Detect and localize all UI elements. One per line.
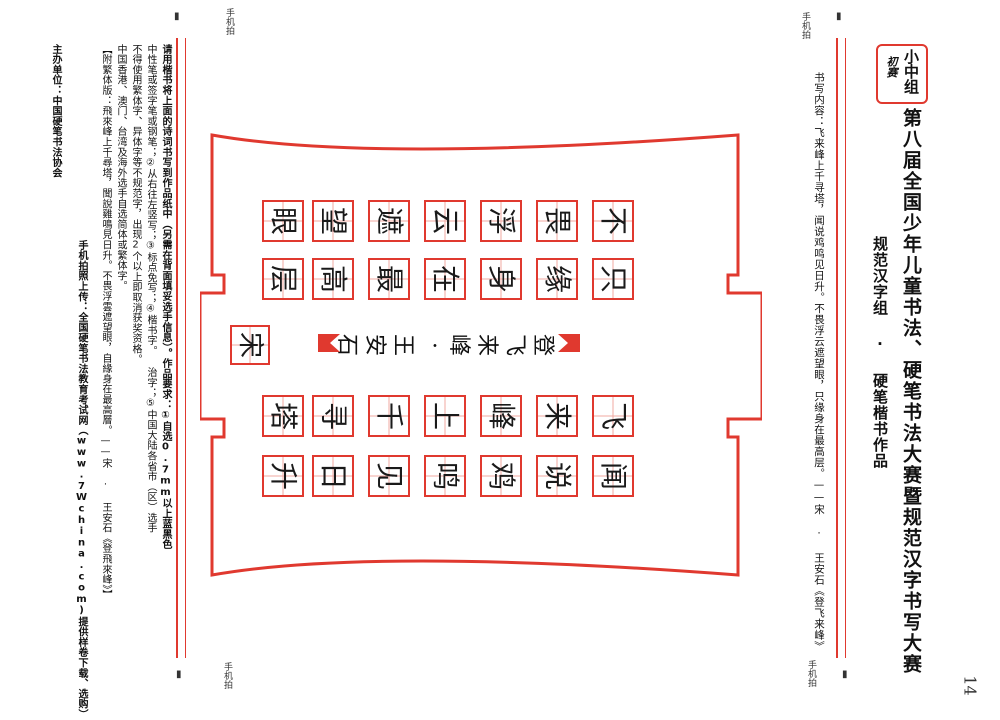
grid-cell: 鸡	[480, 455, 522, 497]
signature-char: 安	[361, 333, 387, 357]
grid-cell: 来	[536, 395, 578, 437]
signature-char: 飞	[501, 333, 527, 357]
group-label: 小中组	[902, 49, 920, 94]
instruction-line-3: 不得使用繁体字、异体字等不规范字，出现2个以上即取消获奖资格。	[130, 44, 141, 365]
corner-mark-bottom-left: 手机拍	[222, 662, 232, 689]
grid-char: 塔	[266, 401, 300, 431]
grid-char: 最	[372, 264, 406, 294]
upload-note: 手机拍照上传：全国硬笔书法教育考试网（www.7Wchina.com)提供样卷下…	[76, 240, 87, 720]
grid-char: 只	[596, 264, 630, 294]
grid-cell: 峰	[480, 395, 522, 437]
grid-char: 眼	[266, 206, 300, 236]
grid-cell: 说	[536, 455, 578, 497]
signature-char: 登	[529, 333, 555, 357]
grid-cell: 最	[368, 258, 410, 300]
grid-cell: 鸣	[424, 455, 466, 497]
grid-cell: 日	[312, 455, 354, 497]
page-title: 第八届全国少年儿童书法、硬笔书法大赛暨规范汉字书写大赛	[900, 108, 922, 675]
grid-cell: 遮	[368, 200, 410, 242]
grid-char: 浮	[484, 206, 518, 236]
grid-char: 鸡	[484, 461, 518, 491]
signature-char: 峰	[445, 333, 471, 357]
grid-cell: 眼	[262, 200, 304, 242]
marker-left-icon	[318, 334, 340, 352]
grid-char: 上	[428, 401, 462, 431]
grid-char: 升	[266, 461, 300, 491]
rule-line-right	[836, 38, 838, 658]
grid-char: 来	[540, 401, 574, 431]
camera-icon: ▮	[842, 669, 848, 680]
grid-cell: 缘	[536, 258, 578, 300]
page-subtitle: 规范汉字组 · 硬笔楷书作品	[871, 236, 889, 469]
grid-char: 遮	[372, 206, 406, 236]
grid-cell: 寻	[312, 395, 354, 437]
grid-char: 闻	[596, 461, 630, 491]
marker-right-icon	[558, 334, 580, 352]
corner-mark-bottom-right: 手机拍	[806, 660, 816, 687]
grid-cell: 升	[262, 455, 304, 497]
grid-cell: 畏	[536, 200, 578, 242]
grid-char: 飞	[596, 401, 630, 431]
grid-cell: 千	[368, 395, 410, 437]
signature-char: ·	[420, 341, 446, 349]
grid-char: 望	[316, 206, 350, 236]
grid-char: 见	[372, 461, 406, 491]
group-badge: 小中组 初赛	[876, 44, 928, 104]
grid-char: 寻	[316, 401, 350, 431]
instruction-line-2: 中性笔或签字笔或钢笔；②从右往左竖写；③标点免写；④楷书字。 治字；⑤中国大陆各…	[145, 44, 156, 534]
grid-cell: 在	[424, 258, 466, 300]
grid-char: 云	[428, 206, 462, 236]
corner-mark-top-left: 手机拍	[224, 8, 234, 35]
grid-cell: 浮	[480, 200, 522, 242]
grid-char: 在	[428, 264, 462, 294]
grid-cell: 望	[312, 200, 354, 242]
signature-char: 来	[473, 333, 499, 357]
grid-char: 缘	[540, 264, 574, 294]
grid-cell: 闻	[592, 455, 634, 497]
grid-cell: 云	[424, 200, 466, 242]
scroll-frame	[200, 133, 762, 577]
rule-line-left-thin	[185, 38, 186, 658]
instruction-line-5: 【附繁体版：飛來峰上千尋塔，聞說雞鳴見日升。不畏浮雲遮望眼，自緣身在最高層。——…	[100, 44, 111, 601]
page-number: 14	[960, 675, 980, 696]
camera-icon: ▮	[836, 11, 842, 22]
seal-char: 宋	[234, 331, 265, 359]
camera-icon: ▮	[174, 11, 180, 22]
grid-cell: 只	[592, 258, 634, 300]
grid-char: 鸣	[428, 461, 462, 491]
grid-char: 不	[596, 206, 630, 236]
camera-icon: ▮	[176, 669, 182, 680]
writing-content: 书写内容：飞来峰上千寻塔，闻说鸡鸣见日升。不畏浮云遮望眼，只缘身在最高层。——宋…	[813, 72, 825, 652]
grid-cell: 塔	[262, 395, 304, 437]
grid-cell: 不	[592, 200, 634, 242]
grid-char: 畏	[540, 206, 574, 236]
grid-char: 身	[484, 264, 518, 294]
rule-line-right-thin	[845, 38, 846, 658]
grid-cell: 飞	[592, 395, 634, 437]
organizer: 主办单位：中国硬笔书法协会	[50, 44, 61, 178]
grid-cell: 层	[262, 258, 304, 300]
grid-cell: 高	[312, 258, 354, 300]
seal-cell: 宋	[230, 325, 270, 365]
signature-char: 王	[389, 333, 415, 357]
instruction-line-4: 中国香港、澳门、台湾及海外选手自选简体或繁体字。	[115, 44, 126, 292]
rule-line-left	[176, 38, 178, 658]
grid-cell: 见	[368, 455, 410, 497]
grid-char: 说	[540, 461, 574, 491]
round-label: 初赛	[885, 56, 898, 78]
instruction-line-1: 请用楷书将上面的诗词书写到作品纸中（另需在背面填妥选手信息）。作品要求：①自选0…	[160, 44, 171, 550]
grid-cell: 上	[424, 395, 466, 437]
grid-char: 峰	[484, 401, 518, 431]
grid-char: 千	[372, 401, 406, 431]
grid-cell: 身	[480, 258, 522, 300]
grid-char: 高	[316, 264, 350, 294]
corner-mark-top-right: 手机拍	[800, 12, 810, 39]
grid-char: 层	[266, 264, 300, 294]
grid-char: 日	[316, 461, 350, 491]
